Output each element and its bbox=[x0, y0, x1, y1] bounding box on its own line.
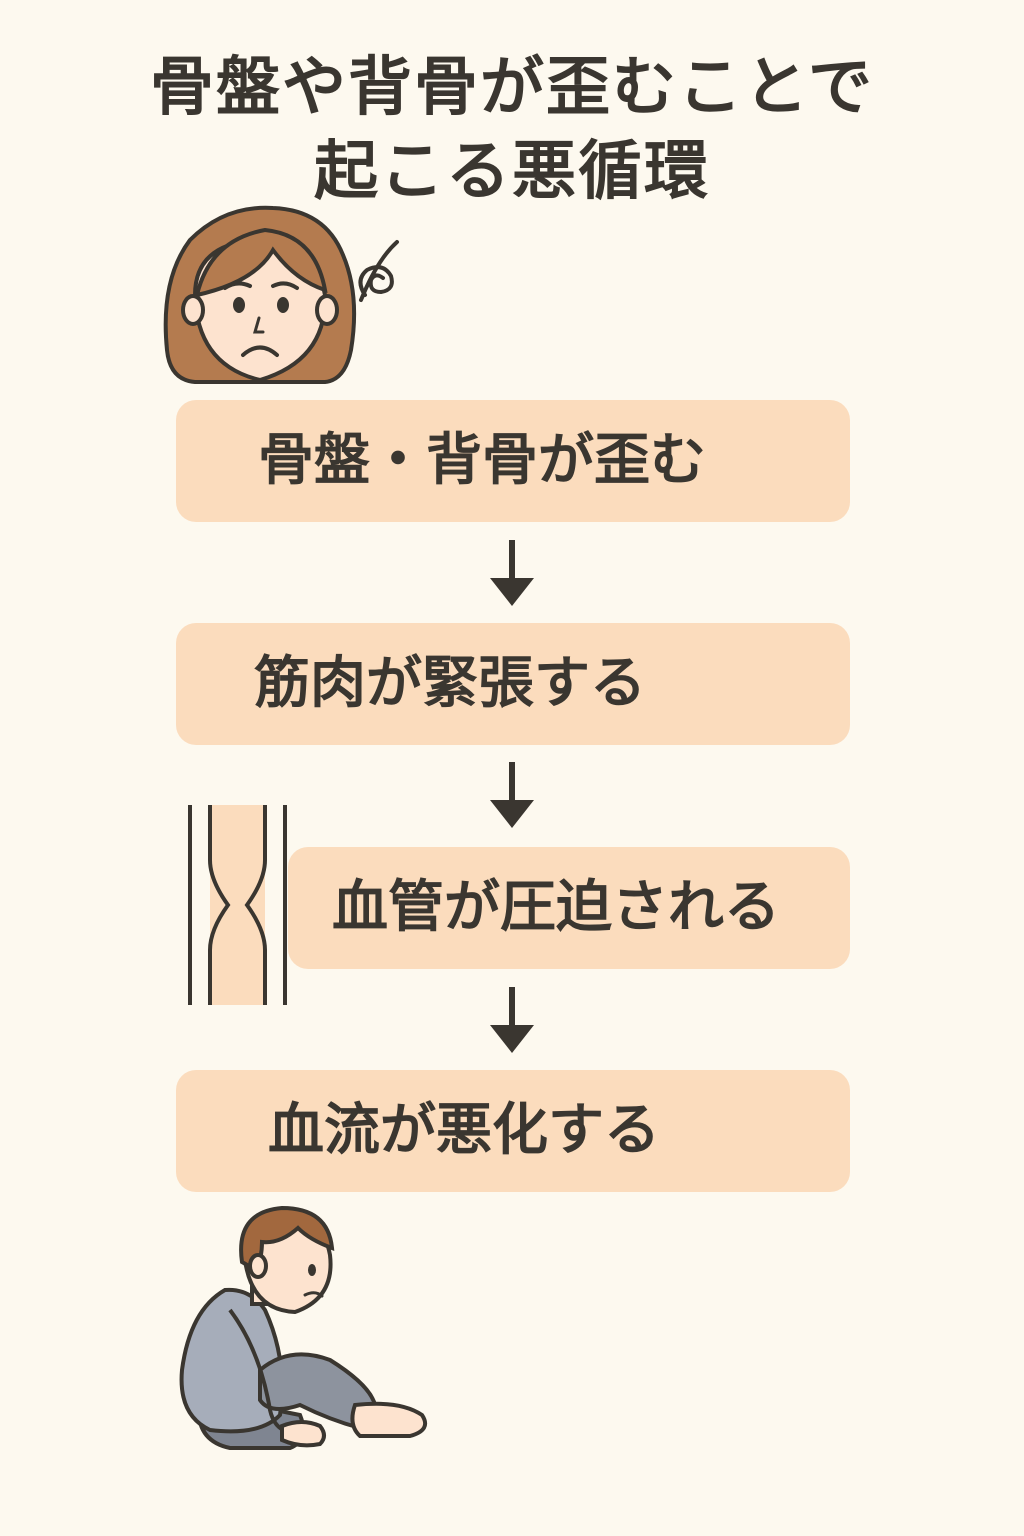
step-box-spine-distortion: 骨盤・背骨が歪む bbox=[176, 400, 850, 522]
step-label: 骨盤・背骨が歪む bbox=[258, 428, 706, 493]
step-label: 筋肉が緊張する bbox=[254, 651, 646, 716]
arrow-down-icon bbox=[490, 762, 534, 828]
worried-woman-icon bbox=[163, 205, 399, 384]
title-line-2: 起こる悪循環 bbox=[314, 135, 710, 209]
arrow-down-icon bbox=[490, 540, 534, 606]
title-line-1: 骨盤や背骨が歪むことで bbox=[149, 51, 875, 125]
step-box-muscle-tension: 筋肉が緊張する bbox=[176, 623, 850, 745]
step-label: 血管が圧迫される bbox=[332, 875, 780, 940]
step-box-blood-flow-worsens: 血流が悪化する bbox=[176, 1070, 850, 1192]
arrow-down-icon bbox=[490, 987, 534, 1053]
step-box-vessel-compression: 血管が圧迫される bbox=[288, 847, 850, 969]
compressed-blood-vessel-icon bbox=[188, 805, 287, 1005]
step-label: 血流が悪化する bbox=[268, 1098, 660, 1163]
sitting-tired-man-icon bbox=[179, 1205, 427, 1450]
